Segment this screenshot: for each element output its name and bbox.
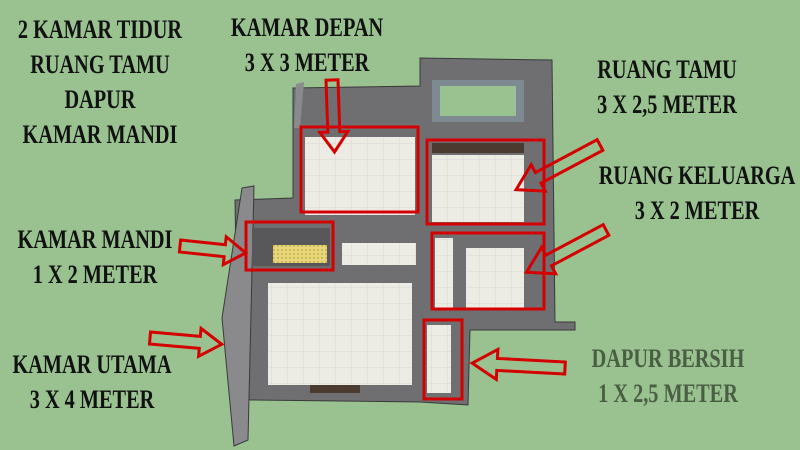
highlight-ruang-keluarga [430, 231, 546, 311]
arrow-ruang-keluarga [523, 222, 611, 276]
arrow-kamar-mandi [177, 233, 249, 268]
arrow-kamar-depan [316, 78, 351, 155]
label-kamar-mandi: KAMAR MANDI 1 X 2 METER [18, 222, 173, 292]
room-size: 3 X 4 METER [29, 385, 155, 414]
label-ruang-keluarga: RUANG KELUARGA 3 X 2 METER [599, 158, 796, 228]
room-name: KAMAR DEPAN [230, 13, 384, 42]
room-size: 1 X 2,5 METER [598, 379, 738, 408]
room-ruang-keluarga [466, 248, 524, 308]
room-name: KAMAR UTAMA [12, 350, 172, 379]
building [221, 57, 576, 447]
highlight-kamar-mandi [244, 220, 335, 272]
arrow-ruang-tamu [513, 137, 605, 193]
room-size: 3 X 2,5 METER [597, 90, 737, 119]
room-name: KAMAR MANDI [17, 225, 173, 254]
label-kamar-depan: KAMAR DEPAN 3 X 3 METER [231, 10, 383, 80]
arrow-kamar-utama [147, 325, 225, 359]
highlight-kamar-depan [299, 125, 420, 214]
label-kamar-utama: KAMAR UTAMA 3 X 4 METER [12, 347, 171, 417]
summary-line: 2 KAMAR TIDUR [17, 15, 183, 44]
bath-mat [273, 245, 327, 263]
summary-label: 2 KAMAR TIDUR RUANG TAMU DAPUR KAMAR MAN… [18, 12, 182, 152]
room-name: RUANG TAMU [597, 55, 737, 84]
label-dapur-bersih: DAPUR BERSIH 1 X 2,5 METER [592, 341, 745, 411]
hallway [342, 243, 416, 265]
room-dapur-bersih [427, 325, 451, 393]
room-kamar-depan [305, 137, 415, 215]
summary-line: KAMAR MANDI [22, 120, 178, 149]
highlight-dapur-bersih [422, 318, 464, 401]
summary-line: DAPUR [64, 85, 136, 114]
label-ruang-tamu: RUANG TAMU 3 X 2,5 METER [597, 52, 737, 122]
room-name: RUANG KELUARGA [598, 161, 796, 190]
room-kamar-utama [268, 283, 412, 385]
room-size: 1 X 2 METER [32, 260, 158, 289]
room-size: 3 X 2 METER [634, 196, 760, 225]
room-ruang-tamu [432, 155, 524, 222]
arrow-dapur-bersih [469, 346, 567, 383]
room-name: DAPUR BERSIH [591, 344, 745, 373]
room-size: 3 X 3 METER [244, 48, 370, 77]
summary-line: RUANG TAMU [30, 50, 170, 79]
